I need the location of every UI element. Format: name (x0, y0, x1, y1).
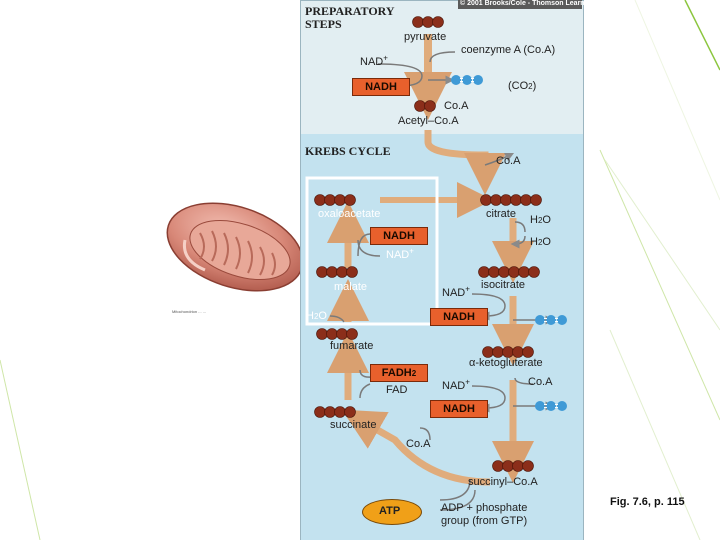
prep-title-line1: PREPARATORY (305, 4, 395, 18)
coa-low-label: Co.A (406, 438, 431, 450)
nad-plus-label-1: NAD+ (386, 246, 414, 261)
malate-label: malate (334, 281, 368, 293)
prep-title-line2: STEPS (305, 17, 342, 31)
citrate-label: citrate (486, 208, 516, 220)
nadh-box-3: NADH (430, 400, 488, 418)
coa-top-label: Co.A (496, 155, 521, 167)
adp-label-line2: group (from GTP) (441, 515, 528, 527)
krebs-title: KREBS CYCLE (305, 144, 391, 158)
nad-plus-label: NAD+ (360, 53, 388, 68)
nadh-box-2: NADH (430, 308, 488, 326)
copyright-text: © 2001 Brooks/Cole - Thomson Learning (460, 0, 596, 7)
pathway-arrows (305, 34, 555, 511)
copyright-bar (458, 0, 582, 9)
fadh2-box: FADH2 (370, 364, 428, 382)
co2-label: (CO2) (508, 80, 537, 92)
h2o-label-1: H2O (530, 214, 551, 226)
coa-label-prep: Co.A (444, 100, 469, 112)
molecules (314, 16, 567, 472)
oxaloacetate-label: oxaloacetate (318, 208, 381, 220)
nad-plus-label-3: NAD+ (442, 377, 470, 392)
nadh-box-1: NADH (370, 227, 428, 245)
slide-decoration (599, 0, 720, 540)
h2o-label-2: H2O (530, 236, 551, 248)
fumarate-label: fumarate (330, 340, 374, 352)
nadh-box-prep: NADH (352, 78, 410, 96)
isocitrate-label: isocitrate (481, 279, 526, 291)
figure-reference: Fig. 7.6, p. 115 (610, 496, 685, 508)
nad-plus-label-2: NAD+ (442, 284, 470, 299)
alpha-ketogluterate-label: α-ketogluterate (469, 357, 543, 369)
coenzyme-a-label: coenzyme A (Co.A) (461, 44, 556, 56)
co2-icons (451, 75, 567, 411)
atp-label: ATP (379, 505, 401, 517)
adp-label-line1: ADP + phosphate (441, 502, 528, 514)
left-decoration (0, 359, 41, 540)
fad-label: FAD (386, 384, 408, 396)
acetyl-coa-label: Acetyl–Co.A (398, 115, 459, 127)
coa-mid-label: Co.A (528, 376, 553, 388)
pyruvate-label: pyruvate (404, 31, 447, 43)
h2o-left-label: H2O (306, 310, 327, 322)
mitochondrion-illustration: Mitochondrion ... ... (166, 202, 304, 314)
atp-ellipse (362, 499, 422, 525)
svg-text:Mitochondrion ... ...: Mitochondrion ... ... (172, 309, 206, 314)
succinyl-coa-label: succinyl–Co.A (468, 476, 538, 488)
succinate-label: succinate (330, 419, 377, 431)
